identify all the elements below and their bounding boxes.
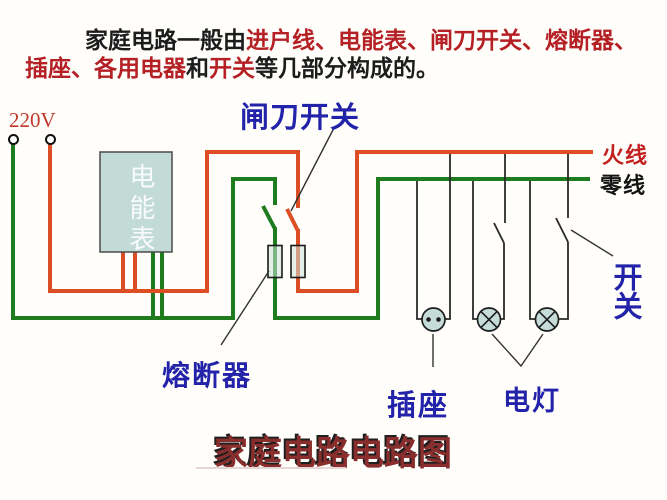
live-wire-path-2	[296, 150, 593, 293]
live-wire-path	[48, 144, 300, 293]
socket-neutral-branch	[416, 181, 422, 320]
neutral-wire-label: 零线	[600, 173, 647, 198]
callout-lines	[220, 127, 614, 368]
wall-switch-label: 开关	[609, 262, 641, 320]
intro-text-red-3: 开关	[209, 56, 255, 81]
branch-wires	[416, 154, 569, 320]
energy-meter-box	[99, 151, 173, 253]
energy-meter-label: 电能表	[126, 163, 155, 256]
knife-switch-blade-live	[285, 208, 300, 232]
live-wire-label: 火线	[602, 143, 649, 168]
knife-switch-blade-neutral	[261, 205, 277, 230]
voltage-label: 220V	[9, 108, 56, 132]
intro-text-black-1: 家庭电路一般由	[85, 28, 246, 53]
lamp-icon-1	[476, 307, 502, 332]
neutral-wire-path	[11, 144, 277, 320]
intro-paragraph-line1: 家庭电路一般由进户线、电能表、闸刀开关、熔断器、	[85, 27, 637, 54]
fuse-pointer	[220, 270, 270, 346]
knife-switch-pointer	[290, 127, 335, 212]
lamp-pointer	[491, 333, 544, 368]
intro-text-red-2: 插座、各用电器	[25, 56, 186, 81]
neutral-wire-path-2	[273, 177, 590, 320]
terminal-dot-neutral	[8, 134, 19, 145]
lamp1-switch-blade	[493, 222, 505, 244]
lamp2-neutral-branch	[529, 181, 536, 320]
lamp2-switch-blade	[555, 217, 569, 243]
lamp-label: 电灯	[503, 386, 561, 416]
lamp1-live-lower	[500, 243, 505, 320]
intro-text-black-2: 和	[186, 56, 209, 81]
fuse-box-live	[290, 244, 306, 279]
socket-live-branch	[445, 154, 451, 320]
switch-pointer	[570, 229, 614, 257]
lamp2-live-lower	[558, 242, 569, 320]
title-underline	[196, 467, 346, 469]
socket-icon	[421, 307, 446, 332]
fuse-label: 熔断器	[162, 361, 253, 392]
fuse-box-neutral	[267, 244, 283, 279]
terminal-dot-live	[45, 134, 56, 145]
intro-paragraph-line2: 插座、各用电器和开关等几部分构成的。	[25, 55, 439, 82]
socket-label: 插座	[387, 390, 450, 422]
page-title: 家庭电路电路图	[214, 436, 452, 473]
intro-text-red-1: 进户线、电能表、闸刀开关、熔断器、	[246, 28, 637, 53]
lamp-icon-2	[534, 307, 560, 332]
intro-text-black-3: 等几部分构成的。	[255, 56, 439, 81]
lamp1-neutral-branch	[472, 181, 478, 320]
knife-switch-label: 闸刀开关	[240, 102, 361, 134]
